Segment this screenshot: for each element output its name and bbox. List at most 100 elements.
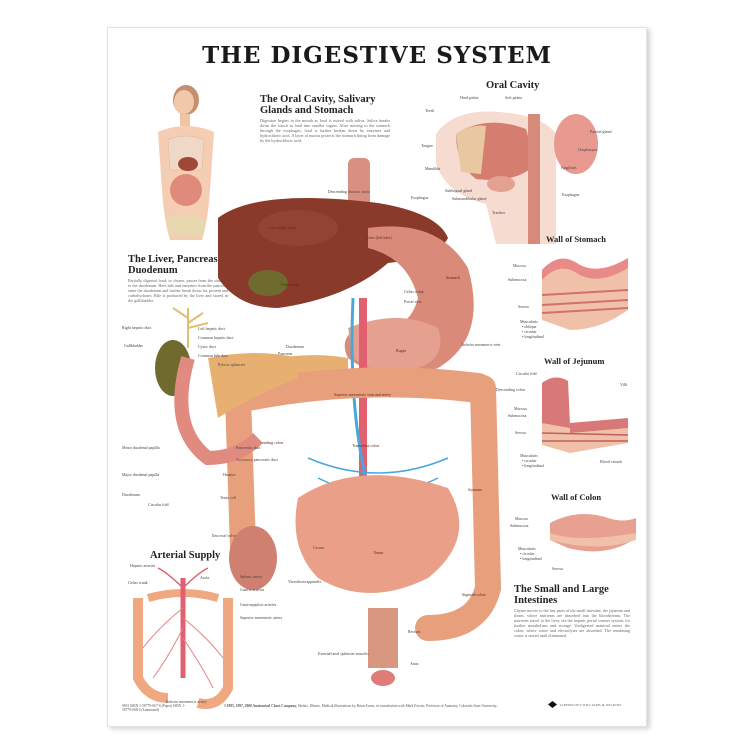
- label-colon-muscularis: Muscularis: [518, 546, 536, 551]
- copyright-company: ©1995, 1997, 2000 Anatomical Chart Compa…: [224, 704, 297, 708]
- label-mandible: Mandible: [425, 166, 441, 171]
- label-colon-serosa: Serosa: [552, 566, 563, 571]
- label-stomach-muscularis: Muscularis: [520, 319, 538, 324]
- label-sublingual-gland: Sublingual gland: [445, 188, 473, 193]
- label-jejunum-blood-vessels: Blood vessels: [600, 459, 623, 464]
- label-liver-right: Liver (right lobe): [268, 225, 296, 230]
- label-descending-colon: Descending colon: [496, 387, 525, 392]
- label-colon-mucosa: Mucosa: [515, 516, 528, 521]
- label-sigmoid-colon: Sigmoid colon: [462, 592, 486, 597]
- label-oral-esophagus: Esophagus: [562, 192, 580, 197]
- label-stomach: Stomach: [446, 275, 460, 280]
- liver-pancreas-body: Partially digested food, or chyme, passe…: [128, 278, 228, 303]
- label-inferior-mesenteric-vein: Inferior mesenteric vein: [462, 342, 501, 347]
- label-stomach-submucosa: Submucosa: [508, 277, 527, 282]
- wall-jejunum-title: Wall of Jejunum: [544, 356, 605, 366]
- label-left-hepatic-duct: Left hepatic duct: [198, 326, 226, 331]
- main-digestive-illustration: [218, 158, 502, 686]
- label-colon-circular: • circular: [520, 551, 535, 556]
- biliary-illustration: [155, 307, 298, 466]
- label-rectum: Rectum: [408, 629, 421, 634]
- arterial-supply-title: Arterial Supply: [150, 550, 221, 561]
- label-gallbladder: Gallbladder: [281, 282, 300, 287]
- label-teeth: Teeth: [425, 108, 434, 113]
- publisher-name: LIPPINCOTT WILLIAMS & WILKINS: [560, 702, 622, 707]
- label-superior-mesenteric: Superior mesenteric vein and artery: [334, 392, 392, 397]
- catalog-number: 9691 ISBN 1-58779-067-6 (Paper) ISBN 1-5…: [122, 704, 186, 712]
- label-stomach-oblique: • oblique: [522, 324, 537, 329]
- label-celiac-trunk: Celiac trunk: [404, 289, 424, 294]
- label-anus: Anus: [410, 661, 419, 666]
- oral-salivary-body: Digestion begins in the mouth as food is…: [260, 118, 390, 143]
- label-descending-aorta: Descending thoracic aorta: [328, 189, 370, 194]
- label-jejunum-circular-fold: Circular fold: [516, 371, 537, 376]
- wall-colon-illustration: [550, 514, 636, 552]
- label-external-anal-sphincter: External anal sphincter muscles: [318, 651, 369, 656]
- label-ileocecal-valve: Ileocecal valve: [212, 533, 237, 538]
- label-pyloric-sphincter: Pyloric sphincter: [218, 362, 246, 367]
- liver-pancreas-heading: The Liver, Pancreas and Duodenum: [128, 254, 238, 276]
- label-rugae: Rugae: [396, 348, 407, 353]
- label-stomach-mucosa: Mucosa: [513, 263, 526, 268]
- copyright-credits: Skokie, Illinois. Medical illustrations …: [297, 704, 498, 708]
- label-hard-palate: Hard palate: [460, 95, 479, 100]
- label-stomach-longitudinal: • longitudinal: [522, 334, 544, 339]
- label-inferior-mesenteric-artery: Inferior mesenteric artery: [166, 699, 207, 704]
- female-figure-illustration: [158, 85, 214, 240]
- label-oropharynx: Oropharynx: [578, 147, 598, 152]
- label-stomach-circular: • circular: [522, 329, 537, 334]
- label-ascending-colon: Ascending colon: [256, 440, 283, 445]
- label-jejunum-muscularis: Muscularis: [520, 453, 538, 458]
- label-soft-palate: Soft palate: [505, 95, 523, 100]
- label-colon-longitudinal: • longitudinal: [520, 556, 542, 561]
- label-superior-mesenteric-artery: Superior mesenteric artery: [240, 615, 283, 620]
- label-pancreas: Pancreas: [278, 351, 293, 356]
- label-liver-left: Liver (left lobe): [366, 235, 392, 240]
- publisher-logo: LIPPINCOTT WILLIAMS & WILKINS: [548, 701, 621, 708]
- oral-cavity-illustration: [436, 111, 598, 244]
- label-tongue: Tongue: [421, 143, 433, 148]
- wall-stomach-title: Wall of Stomach: [546, 234, 606, 244]
- label-ileum: Ileum: [374, 550, 384, 555]
- label-jejunum: Jejunum: [468, 487, 482, 492]
- label-gastroepiploic-arteries: Gastroepiploic arteries: [240, 602, 277, 607]
- label-gastric-arteries: Gastric arteries: [240, 587, 265, 592]
- arterial-supply-illustration: [133, 567, 233, 709]
- label-common-bile-duct: Common bile duct: [198, 353, 228, 358]
- label-duodenum-inset: Duodenum: [122, 492, 140, 497]
- label-cecum: Cecum: [313, 545, 325, 550]
- oral-cavity-title: Oral Cavity: [486, 80, 540, 91]
- label-pancreatic-duct: Pancreatic duct: [236, 445, 261, 450]
- label-gallbladder-inset: Gallbladder: [124, 343, 143, 348]
- label-duodenum: Duodenum: [286, 344, 304, 349]
- label-esophagus: Esophagus: [411, 195, 429, 200]
- label-epiglottis: Epiglottis: [561, 165, 577, 170]
- label-jejunum-submucosa: Submucosa: [508, 413, 527, 418]
- label-major-duodenal-papilla: Major duodenal papilla: [122, 472, 160, 477]
- wall-jejunum-illustration: [541, 377, 629, 453]
- label-jejunum-villi: Villi: [620, 382, 628, 387]
- label-trachea: Trachea: [492, 210, 505, 215]
- label-cystic-duct: Cystic duct: [198, 344, 217, 349]
- label-minor-duodenal-papilla: Minor duodenal papilla: [122, 445, 160, 450]
- label-common-hepatic-duct: Common hepatic duct: [198, 335, 234, 340]
- label-vermiform-appendix: Vermiform appendix: [288, 579, 322, 584]
- wall-colon-title: Wall of Colon: [551, 492, 602, 502]
- label-colon-submucosa: Submucosa: [510, 523, 529, 528]
- label-parotid-gland: Parotid gland: [590, 129, 612, 134]
- label-celiac-trunk-arterial: Celiac trunk: [128, 580, 148, 585]
- intestines-body: Chyme moves to the last parts of the sma…: [514, 608, 630, 638]
- label-circular-fold: Circular fold: [148, 502, 169, 507]
- poster-title: THE DIGESTIVE SYSTEM: [202, 42, 552, 69]
- label-jejunum-serosa: Serosa: [515, 430, 526, 435]
- label-aorta: Aorta: [200, 575, 210, 580]
- label-stomach-serosa: Serosa: [518, 304, 529, 309]
- label-jejunum-longitudinal: • longitudinal: [522, 463, 544, 468]
- label-jejunum-mucosa: Mucosa: [514, 406, 527, 411]
- label-submandibular-gland: Submandibular gland: [452, 196, 487, 201]
- digestive-system-poster: THE DIGESTIVE SYSTEM The Oral Cavity, Sa…: [107, 27, 647, 727]
- label-splenic-artery: Splenic artery: [240, 574, 263, 579]
- oral-salivary-heading: The Oral Cavity, Salivary Glands and Sto…: [260, 94, 376, 116]
- label-right-hepatic-duct: Right hepatic duct: [122, 325, 152, 330]
- publisher-diamond-icon: [548, 701, 557, 708]
